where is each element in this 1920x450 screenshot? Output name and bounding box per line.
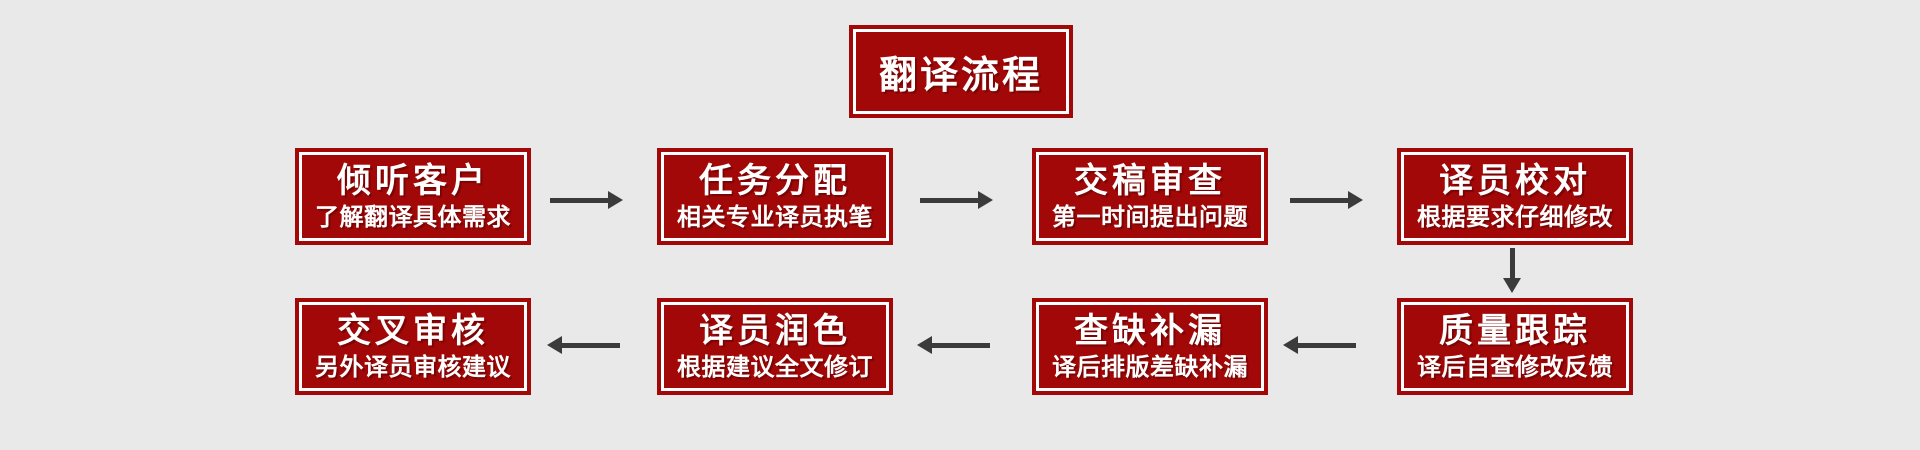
- arrow-head: [547, 336, 562, 354]
- arrow-left-icon: [917, 336, 990, 354]
- step-box-translator-proofreading: 译员校对 根据要求仔细修改: [1397, 148, 1633, 245]
- step-subtitle: 了解翻译具体需求: [315, 204, 511, 232]
- step-box-draft-review: 交稿审查 第一时间提出问题: [1032, 148, 1268, 245]
- arrow-shaft: [550, 197, 608, 203]
- arrow-shaft: [1298, 342, 1356, 348]
- step-box-translator-polishing: 译员润色 根据建议全文修订: [657, 298, 893, 395]
- arrow-shaft: [562, 342, 620, 348]
- step-subtitle: 译后自查修改反馈: [1417, 354, 1613, 382]
- arrow-shaft: [1290, 197, 1348, 203]
- step-subtitle: 根据要求仔细修改: [1417, 204, 1613, 232]
- arrow-left-icon: [547, 336, 620, 354]
- step-heading: 交稿审查: [1074, 162, 1226, 201]
- arrow-shaft: [932, 342, 990, 348]
- step-subtitle: 译后排版差缺补漏: [1052, 354, 1248, 382]
- step-heading: 交叉审核: [337, 312, 489, 351]
- step-heading: 任务分配: [699, 162, 851, 201]
- step-heading: 译员润色: [699, 312, 851, 351]
- step-box-task-assignment: 任务分配 相关专业译员执笔: [657, 148, 893, 245]
- step-heading: 倾听客户: [337, 162, 489, 201]
- step-box-gap-filling: 查缺补漏 译后排版差缺补漏: [1032, 298, 1268, 395]
- arrow-down-icon: [1503, 248, 1521, 293]
- step-subtitle: 另外译员审核建议: [315, 354, 511, 382]
- arrow-left-icon: [1283, 336, 1356, 354]
- step-box-cross-review: 交叉审核 另外译员审核建议: [295, 298, 531, 395]
- step-box-listen-to-customer: 倾听客户 了解翻译具体需求: [295, 148, 531, 245]
- step-subtitle: 根据建议全文修订: [677, 354, 873, 382]
- step-subtitle: 相关专业译员执笔: [677, 204, 873, 232]
- arrow-head: [1503, 278, 1521, 293]
- flowchart-title: 翻译流程: [878, 55, 1043, 97]
- arrow-right-icon: [1290, 191, 1363, 209]
- arrow-head: [1348, 191, 1363, 209]
- arrow-shaft: [1509, 248, 1515, 278]
- step-box-quality-tracking: 质量跟踪 译后自查修改反馈: [1397, 298, 1633, 395]
- step-subtitle: 第一时间提出问题: [1052, 204, 1248, 232]
- flowchart-title-box: 翻译流程: [849, 25, 1073, 118]
- arrow-head: [1283, 336, 1298, 354]
- arrow-right-icon: [920, 191, 993, 209]
- arrow-right-icon: [550, 191, 623, 209]
- arrow-shaft: [920, 197, 978, 203]
- step-heading: 质量跟踪: [1439, 312, 1591, 351]
- step-heading: 查缺补漏: [1074, 312, 1226, 351]
- arrow-head: [917, 336, 932, 354]
- arrow-head: [608, 191, 623, 209]
- arrow-head: [978, 191, 993, 209]
- step-heading: 译员校对: [1439, 162, 1591, 201]
